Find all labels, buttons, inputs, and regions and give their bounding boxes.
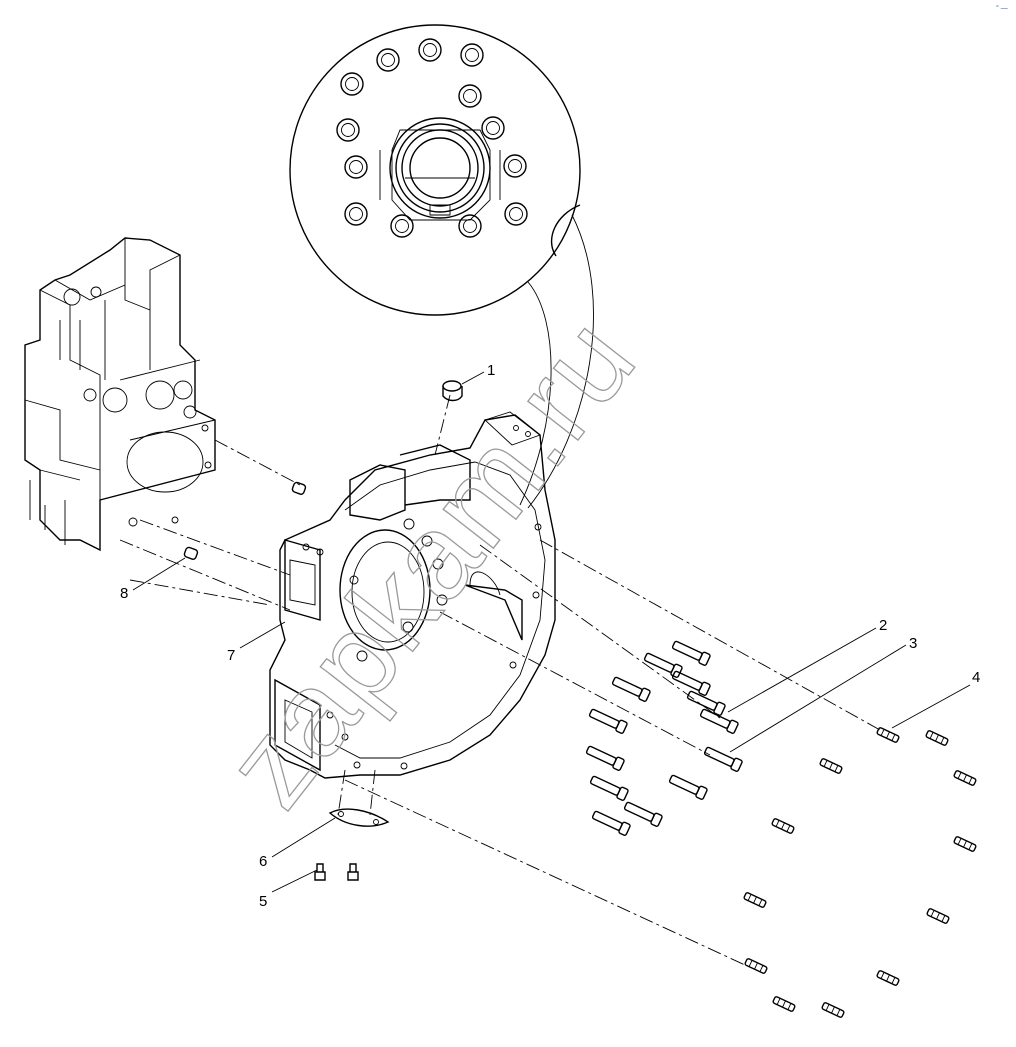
callout-labels: 1 2 3 4 5 6 7 8	[120, 362, 980, 910]
bolts-part-2-3	[585, 640, 743, 836]
callout-leaders	[132, 371, 971, 893]
callout-7: 7	[227, 647, 235, 664]
callout-2: 2	[879, 617, 887, 634]
watermark-text: zapkam.ru	[200, 293, 662, 831]
dowel-pins-part-8	[183, 481, 307, 560]
assembly-centerlines	[119, 394, 881, 966]
callout-6: 6	[259, 853, 267, 870]
studs-part-4	[743, 727, 977, 1018]
callout-8: 8	[120, 585, 128, 602]
callout-3: 3	[909, 635, 917, 652]
callout-1: 1	[487, 362, 495, 379]
cover-plate-part-6	[328, 808, 390, 827]
callout-4: 4	[972, 669, 980, 686]
corner-mark: ° —	[996, 4, 1008, 12]
detail-bolt-heads	[336, 38, 528, 238]
callout-5: 5	[259, 893, 267, 910]
plug-part-1	[442, 380, 463, 402]
engine-block	[24, 237, 216, 552]
screws-part-5	[314, 863, 359, 881]
detail-view	[289, 24, 594, 509]
